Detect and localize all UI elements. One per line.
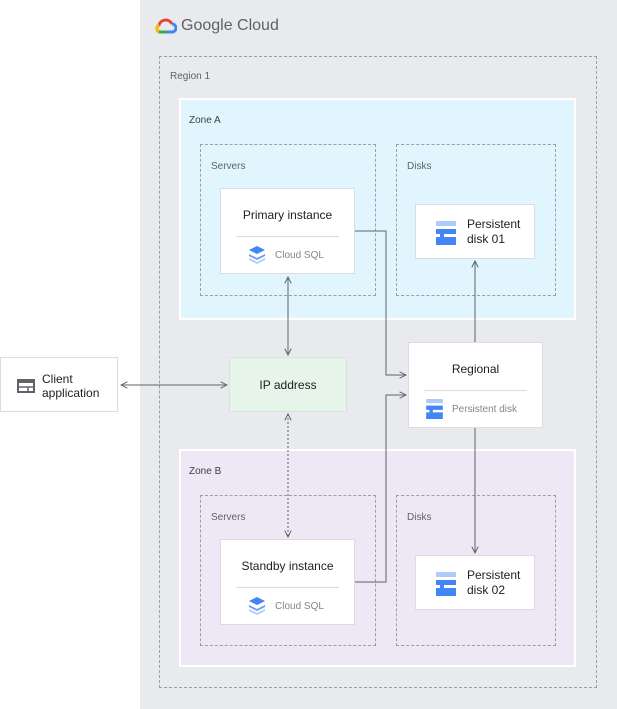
primary-instance-title: Primary instance: [242, 208, 333, 222]
browser-window-icon: [17, 379, 35, 393]
cloud-sql-label: Cloud SQL: [275, 249, 324, 261]
cloud-sql-icon: [249, 597, 265, 615]
disk-02-line1: Persistent: [467, 568, 521, 582]
zone-a-disks: Disks: [396, 144, 556, 296]
zone-a-label: Zone A: [189, 115, 221, 126]
standby-instance-title: Standby instance: [241, 559, 334, 573]
region-1: Region 1: [159, 56, 597, 688]
divider: [424, 390, 527, 391]
disk-01-line1: Persistent: [467, 217, 521, 231]
region-label: Region 1: [170, 71, 211, 82]
primary-instance-card[interactable]: Primary instance Cloud SQL: [220, 188, 355, 274]
regional-service-label: Persistent disk: [452, 403, 518, 415]
cloud-sql-icon: [249, 246, 265, 264]
persistent-disk-icon: [436, 572, 456, 596]
client-application-card[interactable]: Client application: [0, 357, 118, 412]
disk-01-line2: disk 01: [467, 232, 506, 246]
zone-b-label: Zone B: [189, 466, 222, 477]
persistent-disk-02-card[interactable]: Persistent disk 02: [415, 555, 535, 610]
persistent-disk-icon: [436, 221, 456, 245]
ip-address-label: IP address: [259, 378, 317, 392]
ip-address-box[interactable]: IP address: [229, 357, 347, 412]
standby-instance-card[interactable]: Standby instance Cloud SQL: [220, 539, 355, 625]
client-line1: Client: [42, 372, 73, 386]
divider: [236, 236, 339, 237]
servers-label: Servers: [211, 512, 246, 523]
google-cloud-logo-icon: [155, 18, 177, 34]
brand-text: Google Cloud: [181, 17, 279, 34]
client-line2: application: [42, 386, 100, 400]
disks-label: Disks: [407, 512, 432, 523]
servers-label: Servers: [211, 161, 246, 172]
regional-title: Regional: [451, 362, 500, 376]
divider: [236, 587, 339, 588]
regional-persistent-disk-card[interactable]: Regional Persistent disk: [408, 342, 543, 428]
google-cloud-logo: Google Cloud: [155, 17, 279, 35]
disks-label: Disks: [407, 161, 432, 172]
persistent-disk-01-card[interactable]: Persistent disk 01: [415, 204, 535, 259]
disk-02-line2: disk 02: [467, 583, 506, 597]
cloud-sql-label: Cloud SQL: [275, 600, 324, 612]
persistent-disk-icon: [426, 399, 443, 419]
